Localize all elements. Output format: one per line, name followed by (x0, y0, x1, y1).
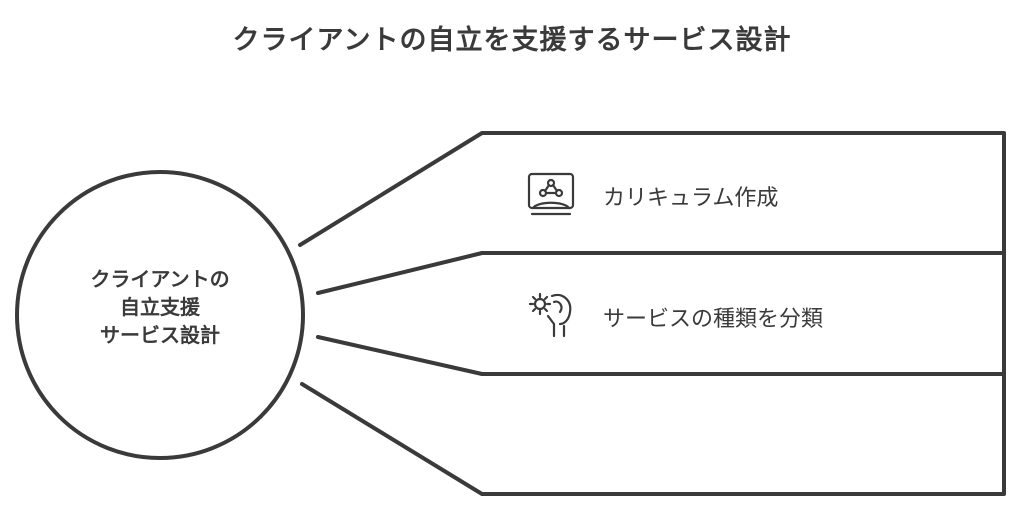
branch-3-shape (300, 372, 1006, 496)
branch-2-label: サービスの種類を分類 (603, 307, 824, 332)
gear-hand-icon (528, 292, 572, 338)
branch-1-shape (298, 131, 1006, 295)
page-title: クライアントの自立を支援するサービス設計 (232, 25, 792, 56)
presentation-icon (527, 172, 575, 216)
center-label-line-2: 自立支援 (120, 295, 200, 319)
center-label-line-3: サービス設計 (100, 323, 220, 347)
center-label-line-1: クライアントの (90, 267, 230, 291)
center-node (15, 170, 305, 460)
branch-1-label: カリキュラム作成 (603, 186, 779, 211)
center-label: クライアントの 自立支援 サービス設計 (40, 265, 280, 349)
